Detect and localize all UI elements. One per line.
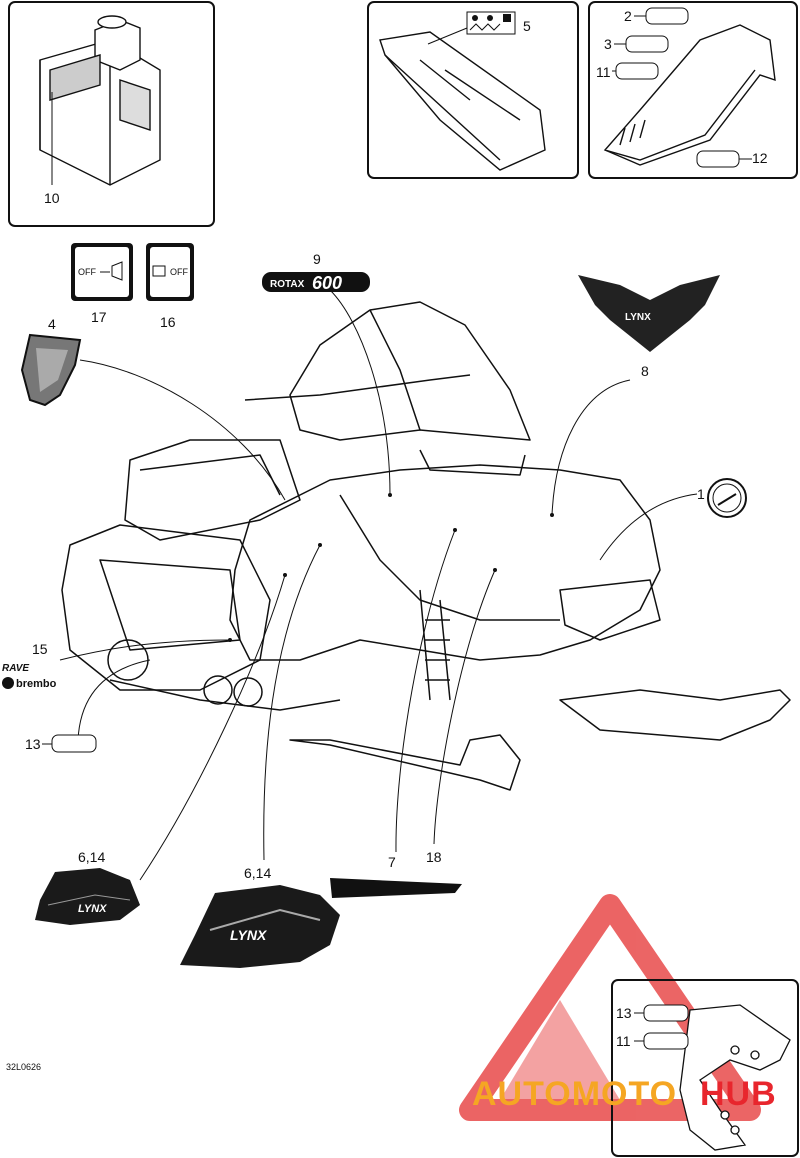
decal-9-rotax: 9 ROTAX 600: [262, 251, 370, 293]
decal-6-14-side: 6,14 LYNX: [35, 849, 140, 925]
svg-text:600: 600: [312, 273, 342, 293]
callout-16: 16: [160, 314, 176, 330]
decal-16: OFF 16: [146, 243, 194, 330]
callout-11: 11: [596, 64, 611, 80]
anchor-dots: [228, 493, 554, 642]
svg-text:ROTAX: ROTAX: [270, 279, 305, 290]
callout-4: 4: [48, 316, 56, 332]
svg-text:brembo: brembo: [16, 678, 57, 690]
drawing-code: 32L0626: [6, 1062, 41, 1072]
decal-4: 4: [20, 316, 82, 407]
svg-text:AUTOMOTO: AUTOMOTO: [472, 1075, 677, 1113]
decal-17: OFF 17: [71, 243, 133, 325]
svg-text:HUB: HUB: [700, 1075, 777, 1113]
svg-text:RAVE: RAVE: [2, 663, 29, 674]
callout-10: 10: [44, 190, 60, 206]
callout-7: 7: [388, 854, 396, 870]
inset-seat: 5: [367, 1, 579, 179]
decal-6-14-hood: 6,14 LYNX: [180, 865, 340, 968]
callout-13-group: 13: [25, 734, 97, 753]
decal-1-gauge: 1: [697, 478, 747, 518]
seat-drawing: [379, 31, 546, 171]
callout-6-14-b: 6,14: [244, 865, 271, 881]
callout-17: 17: [91, 309, 107, 325]
oil-tank-drawing: [39, 15, 161, 186]
callout-12: 12: [752, 150, 768, 166]
callout-8: 8: [641, 363, 649, 379]
svg-text:LYNX: LYNX: [78, 903, 107, 915]
rear-flap-drawing: [679, 1004, 791, 1151]
svg-text:LYNX: LYNX: [625, 312, 651, 323]
leader-lines: [59, 289, 698, 881]
svg-text:LYNX: LYNX: [230, 927, 268, 943]
callout-6-14-a: 6,14: [78, 849, 105, 865]
callout-2: 2: [624, 8, 632, 24]
inset-rear-flap: 13 11: [611, 979, 799, 1157]
decal-7-stripe: 7: [330, 854, 462, 898]
callout-15-group: 15 RAVE brembo: [2, 641, 57, 690]
callout-18: 18: [426, 849, 442, 865]
watermark-text: AUTOMOTO HUB: [472, 1075, 777, 1113]
inset-fender: 2 3 11 12: [588, 1, 798, 179]
svg-text:OFF: OFF: [78, 267, 96, 277]
inset-callout-13: 13: [616, 1005, 632, 1021]
callout-9: 9: [313, 251, 321, 267]
callout-5: 5: [523, 18, 531, 34]
fender-drawing: [603, 24, 776, 166]
warning-label-5: [466, 11, 516, 35]
snowmobile-drawing: [61, 301, 791, 791]
decal-8-emblem: LYNX 8: [578, 275, 720, 379]
callout-1: 1: [697, 486, 705, 502]
callout-15: 15: [32, 641, 48, 657]
inset-oil-tank: 10: [8, 1, 215, 227]
callout-3: 3: [604, 36, 612, 52]
callout-13: 13: [25, 736, 41, 752]
svg-text:OFF: OFF: [170, 267, 188, 277]
inset-callout-11: 11: [616, 1033, 631, 1049]
